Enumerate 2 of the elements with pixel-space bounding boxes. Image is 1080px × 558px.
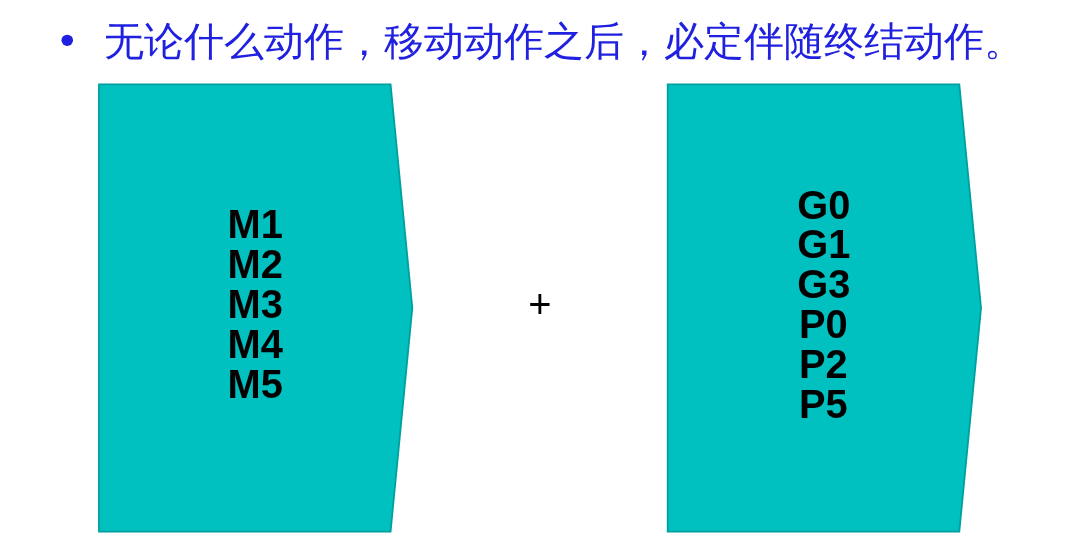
label: + [528, 282, 552, 327]
diagram-title: • 无论什么动作，移动动作之后，必定伴随终结动作。 [55, 17, 1025, 64]
